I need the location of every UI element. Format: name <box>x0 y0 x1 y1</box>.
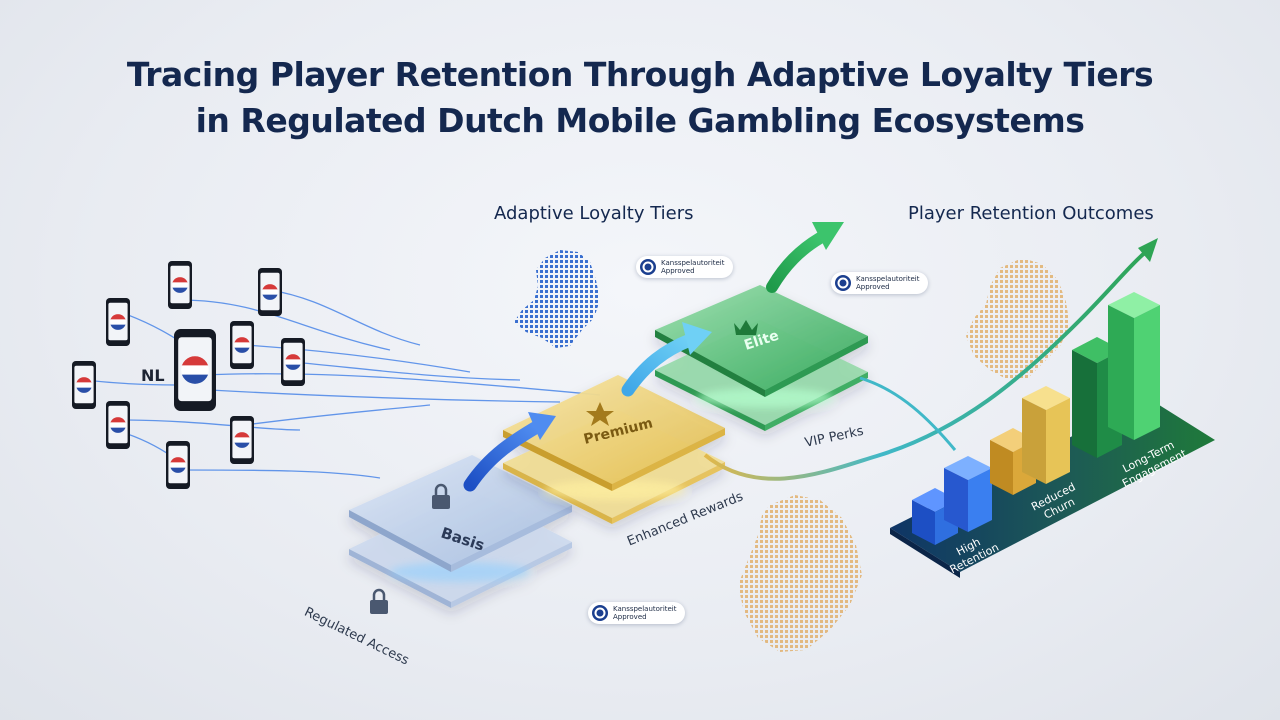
tier-elite <box>655 285 868 431</box>
regulator-seal-icon <box>835 275 851 291</box>
padlock-icon <box>432 483 450 509</box>
phone-icon <box>230 416 254 464</box>
padlock-icon <box>370 588 388 614</box>
phone-icon <box>174 329 216 411</box>
netherlands-map-blue <box>514 250 600 348</box>
section-label-outcomes: Player Retention Outcomes <box>908 203 1154 224</box>
phone-icon <box>281 338 305 386</box>
tier-arrow-premium-to-elite <box>621 322 712 397</box>
network-connections <box>84 289 601 479</box>
title-line-1: Tracing Player Retention Through Adaptiv… <box>126 55 1154 94</box>
phone-network <box>72 261 305 489</box>
tier-basis <box>349 455 572 608</box>
phone-icon <box>230 321 254 369</box>
section-label-tiers: Adaptive Loyalty Tiers <box>494 203 694 224</box>
regulator-seal-icon <box>640 259 656 275</box>
phone-icon <box>166 441 190 489</box>
retention-curve <box>703 238 1158 481</box>
netherlands-map-gold-top <box>966 258 1070 380</box>
regulator-seal-icon <box>592 605 608 621</box>
phone-icon <box>258 268 282 316</box>
outcome-bars <box>912 292 1160 545</box>
page-title: Tracing Player Retention Through Adaptiv… <box>0 52 1280 144</box>
star-icon <box>586 402 614 426</box>
title-line-2: in Regulated Dutch Mobile Gambling Ecosy… <box>195 101 1085 140</box>
netherlands-map-gold-bottom <box>738 495 862 652</box>
bar-long-term-engagement-2 <box>1108 292 1160 440</box>
tier-premium <box>503 375 725 524</box>
phone-icon <box>106 401 130 449</box>
phone-icon <box>168 261 192 309</box>
bar-reduced-churn-2 <box>1022 386 1070 484</box>
phone-icon <box>106 298 130 346</box>
phone-icon <box>72 361 96 409</box>
tier-arrow-basis-to-premium <box>463 412 556 492</box>
bar-high-retention-2 <box>944 456 992 532</box>
crown-icon <box>734 320 758 335</box>
country-label: NL <box>141 366 165 385</box>
tier-arrow-elite-up <box>766 222 844 293</box>
